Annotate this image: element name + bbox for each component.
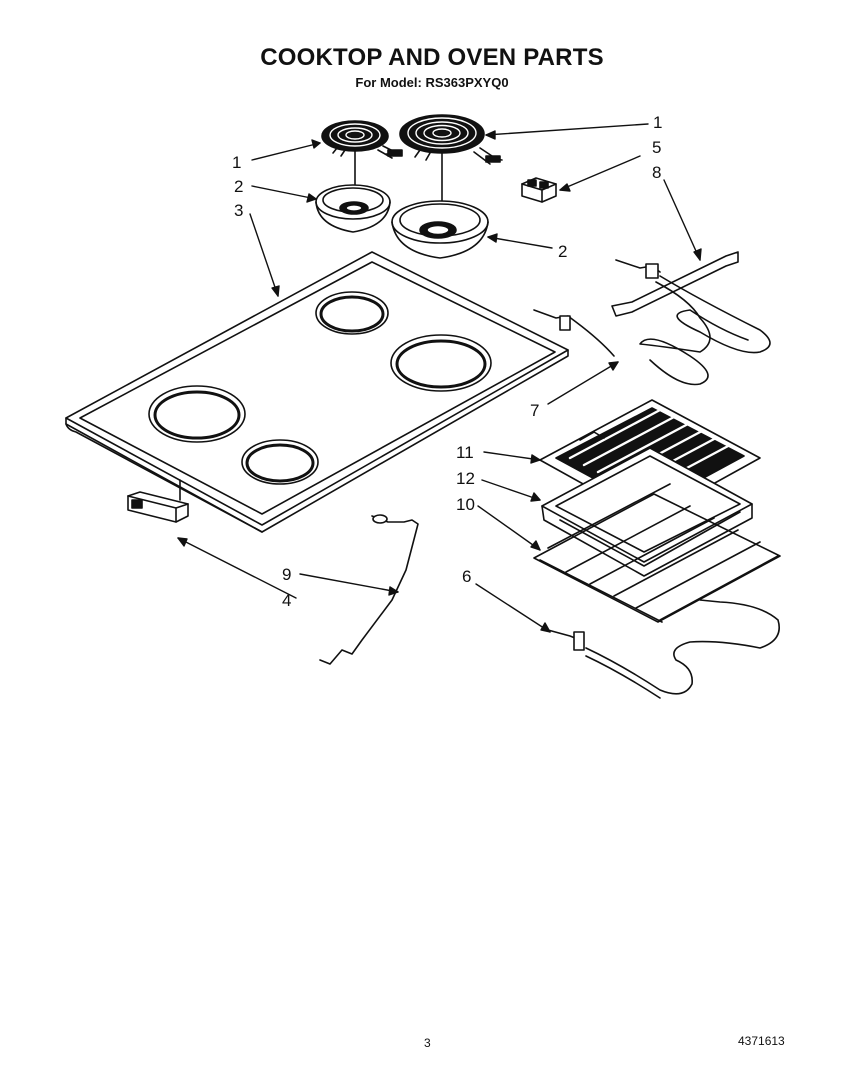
callout-oven-sensor: 9 [282,565,291,584]
callout-bake-element-bracket: 8 [652,163,661,182]
terminal-block [521,177,557,203]
surface-element-large [399,114,503,165]
page-number: 3 [424,1036,431,1050]
callout-labels: 1 1 5 8 2 2 3 7 11 12 10 6 9 4 [232,113,662,610]
model-subtitle: For Model: RS363PXYQ0 [355,75,509,90]
page-title: COOKTOP AND OVEN PARTS [260,44,604,71]
callout-burner-small: 1 [232,153,241,172]
callout-broiler-grid: 11 [456,443,474,462]
oven-sensor [319,514,419,665]
callout-broiler-pan: 12 [456,469,475,488]
cooktop-hinge-bracket [127,479,189,523]
callout-hinge-bracket: 4 [282,591,291,610]
cooktop-panel [65,251,569,533]
drip-bowl-small [315,184,391,233]
callout-drip-bowl-small: 2 [234,177,243,196]
bake-element [547,599,780,699]
broiler-pan [541,447,753,577]
leader-lines [177,123,702,633]
callout-oven-rack: 10 [456,495,475,514]
callout-cooktop: 3 [234,201,243,220]
element-terminal-wire [533,309,615,357]
callout-element-wire: 7 [530,401,539,420]
callout-burner-large: 1 [653,113,662,132]
callout-terminal-block: 5 [652,138,661,157]
drip-bowl-large [391,200,489,259]
surface-element-small [321,120,403,159]
callout-drip-bowl-large: 2 [558,242,567,261]
document-number: 4371613 [738,1034,785,1048]
oven-rack [533,483,781,623]
callout-bake-element: 6 [462,567,471,586]
broil-element [611,251,771,386]
